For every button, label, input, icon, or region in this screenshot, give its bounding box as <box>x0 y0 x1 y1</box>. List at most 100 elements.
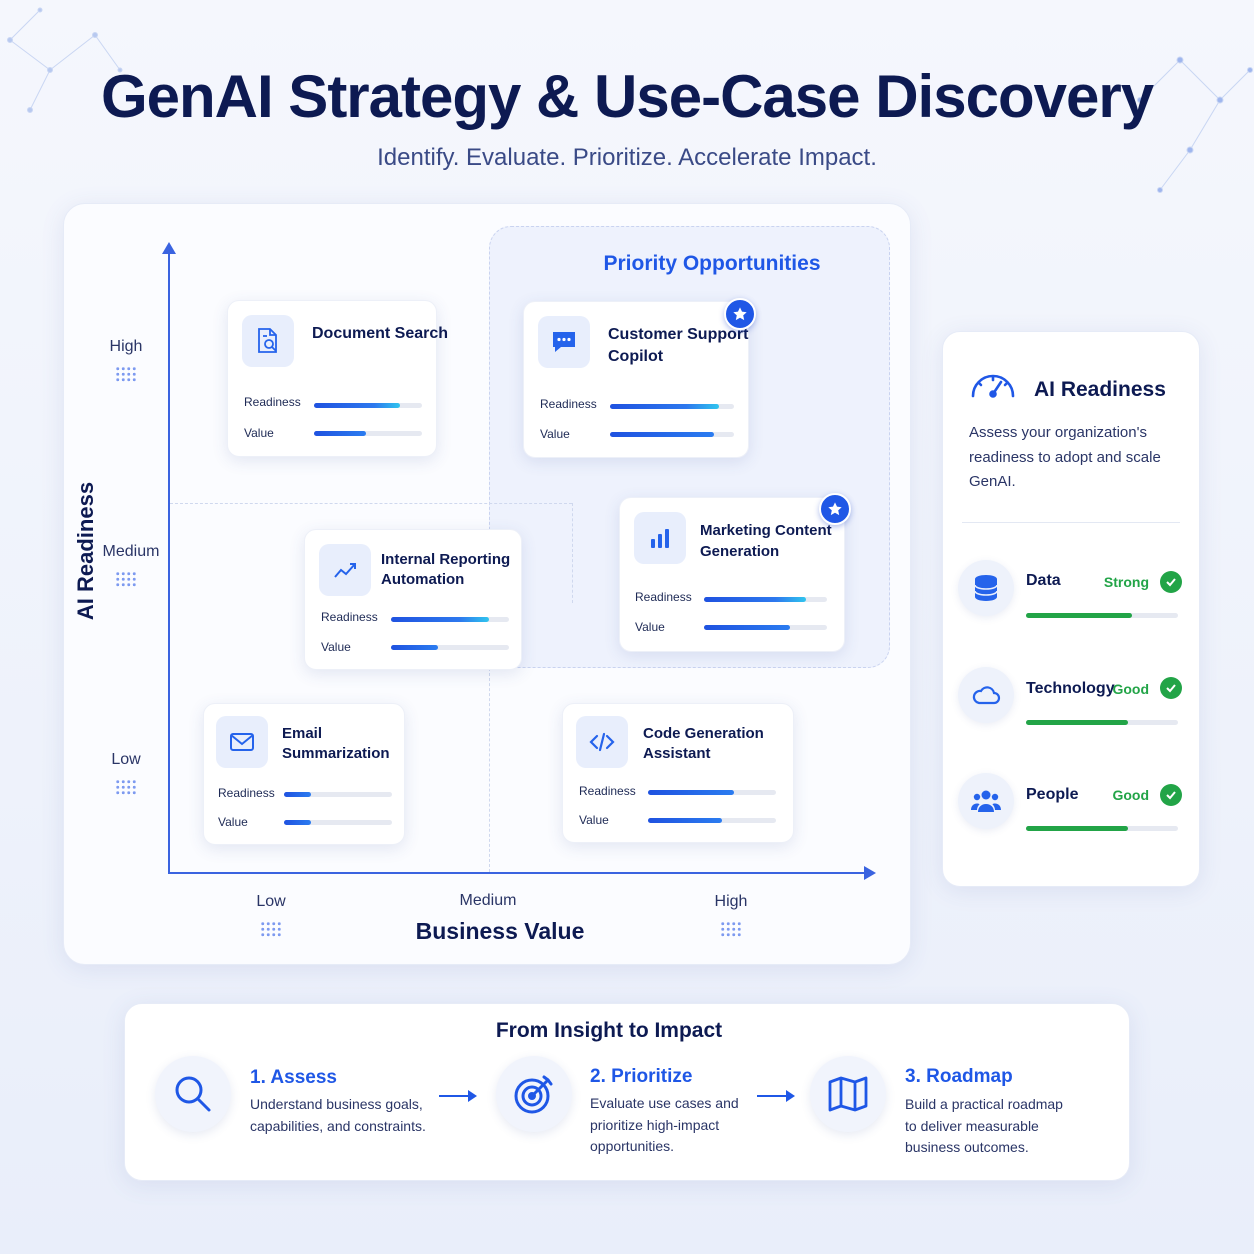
step-roadmap-title: 3. Roadmap <box>905 1066 1013 1087</box>
arrow-right-icon <box>757 1090 795 1102</box>
value-bar-fill <box>284 820 311 825</box>
use-case-title: Document Search <box>312 325 449 342</box>
readiness-bar-fill <box>704 597 807 602</box>
x-tick-medium: Medium <box>459 892 517 909</box>
value-bar <box>704 625 827 630</box>
value-bar-fill <box>314 431 366 436</box>
people-icon <box>958 773 1014 829</box>
value-label: Value <box>218 815 248 829</box>
readiness-bar <box>391 617 509 622</box>
network-decoration-top-right <box>1137 56 1253 193</box>
value-label: Value <box>635 620 665 634</box>
database-icon <box>958 560 1014 616</box>
magnifier-icon <box>155 1056 231 1132</box>
readiness-level-fill <box>1026 826 1128 831</box>
y-tick-low-dots <box>115 779 137 795</box>
map-icon <box>810 1056 886 1132</box>
cloud-icon <box>958 667 1014 723</box>
x-axis-title: Business Value <box>415 918 585 944</box>
target-icon <box>496 1056 572 1132</box>
readiness-bar <box>704 597 827 602</box>
readiness-bar <box>610 404 734 409</box>
ai-readiness-description: Assess your organization's readiness to … <box>969 424 1161 490</box>
use-case-card-internal-reporting-automation[interactable]: Internal Reporting Automation Readiness … <box>304 529 522 670</box>
use-case-title: Internal Reporting Automation <box>381 551 511 588</box>
readiness-label: Readiness <box>321 610 378 624</box>
value-label: Value <box>579 813 609 827</box>
page-title: GenAI Strategy & Use-Case Discovery <box>100 63 1154 130</box>
x-tick-low: Low <box>256 893 286 910</box>
gauge-icon <box>968 364 1018 409</box>
y-tick-high: High <box>109 338 143 355</box>
value-bar <box>391 645 509 650</box>
value-bar <box>314 431 422 436</box>
grid-divider-horizontal <box>170 503 572 504</box>
y-tick-medium-dots <box>115 571 137 587</box>
use-case-title: Email Summarization <box>282 725 390 762</box>
x-axis-line <box>168 872 868 874</box>
use-case-card-document-search[interactable]: Document Search Readiness Value <box>227 300 448 457</box>
readiness-dimension-data: Data <box>1026 572 1061 589</box>
readiness-label: Readiness <box>579 784 636 798</box>
ai-readiness-title: AI Readiness <box>1034 378 1166 401</box>
grid-divider-vertical <box>489 668 490 872</box>
readiness-dimension-technology: Technology <box>1026 680 1115 697</box>
status-badge: Good <box>1112 787 1149 803</box>
readiness-bar-fill <box>610 404 720 409</box>
chat-icon <box>538 316 590 368</box>
readiness-bar-fill <box>284 792 311 797</box>
step-prioritize-title: 2. Prioritize <box>590 1066 693 1087</box>
check-icon <box>1160 571 1182 593</box>
trend-line-icon <box>319 544 371 596</box>
readiness-bar <box>648 790 776 795</box>
envelope-icon <box>216 716 268 768</box>
readiness-level-bar <box>1026 720 1178 725</box>
readiness-label: Readiness <box>635 590 692 604</box>
code-icon <box>576 716 628 768</box>
readiness-level-bar <box>1026 826 1178 831</box>
y-tick-medium: Medium <box>102 543 160 560</box>
readiness-bar <box>284 792 392 797</box>
readiness-bar <box>314 403 422 408</box>
use-case-card-code-generation-assistant[interactable]: Code Generation Assistant Readiness Valu… <box>562 703 794 843</box>
step-assess-description: Understand business goals, capabilities,… <box>250 1096 426 1134</box>
value-label: Value <box>540 427 570 441</box>
value-bar <box>610 432 734 437</box>
use-case-title: Code Generation Assistant <box>643 725 764 762</box>
x-axis-arrow-icon <box>864 866 876 880</box>
readiness-level-fill <box>1026 613 1133 618</box>
x-tick-high: High <box>714 893 748 910</box>
y-axis-line <box>168 250 170 874</box>
use-case-card-email-summarization[interactable]: Email Summarization Readiness Value <box>203 703 405 845</box>
readiness-bar-fill <box>314 403 401 408</box>
step-assess-title: 1. Assess <box>250 1067 337 1088</box>
use-case-card-customer-support-copilot[interactable]: Customer Support Copilot Readiness Value <box>523 301 749 458</box>
process-title: From Insight to Impact <box>495 1019 723 1042</box>
network-decoration-top-left <box>7 7 123 113</box>
value-label: Value <box>244 426 274 440</box>
value-bar-fill <box>610 432 715 437</box>
bar-chart-icon <box>634 512 686 564</box>
step-roadmap-description: Build a practical roadmap to deliver mea… <box>905 1096 1063 1155</box>
value-bar-fill <box>391 645 439 650</box>
use-case-card-marketing-content-generation[interactable]: Marketing Content Generation Readiness V… <box>619 497 845 652</box>
readiness-level-bar <box>1026 613 1178 618</box>
value-bar <box>648 818 776 823</box>
value-bar <box>284 820 392 825</box>
readiness-level-fill <box>1026 720 1128 725</box>
document-search-icon <box>242 315 294 367</box>
check-icon <box>1160 784 1182 806</box>
readiness-dimension-people: People <box>1026 786 1079 803</box>
y-tick-high-dots <box>115 366 137 382</box>
x-tick-low-dots <box>260 921 282 937</box>
use-case-title: Marketing Content Generation <box>700 522 832 560</box>
arrow-right-icon <box>439 1090 477 1102</box>
check-icon <box>1160 677 1182 699</box>
value-label: Value <box>321 640 351 654</box>
grid-divider-vertical-medium <box>572 503 573 603</box>
priority-opportunities-title: Priority Opportunities <box>603 252 821 275</box>
use-case-title: Customer Support Copilot <box>608 326 749 365</box>
value-bar-fill <box>704 625 791 630</box>
priority-star-icon <box>819 493 851 525</box>
readiness-label: Readiness <box>540 397 597 411</box>
